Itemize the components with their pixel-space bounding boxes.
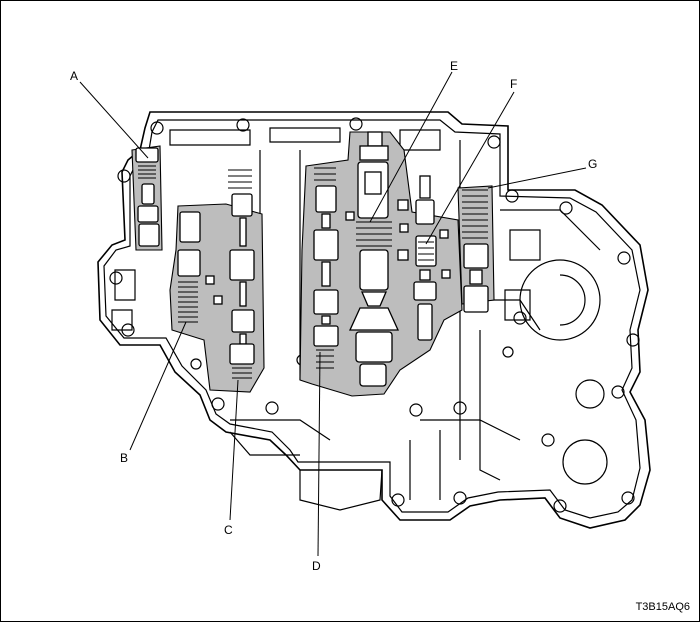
callout-c: C [224, 523, 233, 537]
leader-a [79, 81, 149, 159]
valve-body-casting [97, 111, 651, 529]
leader-c [229, 379, 239, 521]
callout-e: E [450, 59, 458, 73]
valve-e [348, 131, 400, 387]
leader-lines [79, 71, 587, 557]
leader-b [129, 321, 187, 451]
ports [345, 199, 451, 279]
figure-code: T3B15AQ6 [636, 601, 690, 613]
callout-f: F [510, 77, 517, 91]
leader-g [487, 167, 587, 189]
callout-a: A [70, 69, 78, 83]
valve-b [177, 211, 223, 323]
leader-e [369, 71, 453, 223]
valve-a [135, 147, 160, 247]
valve-c [228, 169, 255, 379]
leader-d [317, 351, 321, 557]
valve-g [462, 189, 489, 313]
valve-f [413, 175, 437, 341]
valve-d [313, 167, 339, 369]
leader-f [425, 91, 515, 245]
callout-d: D [312, 559, 321, 573]
callout-b: B [120, 451, 128, 465]
callout-g: G [588, 157, 597, 171]
